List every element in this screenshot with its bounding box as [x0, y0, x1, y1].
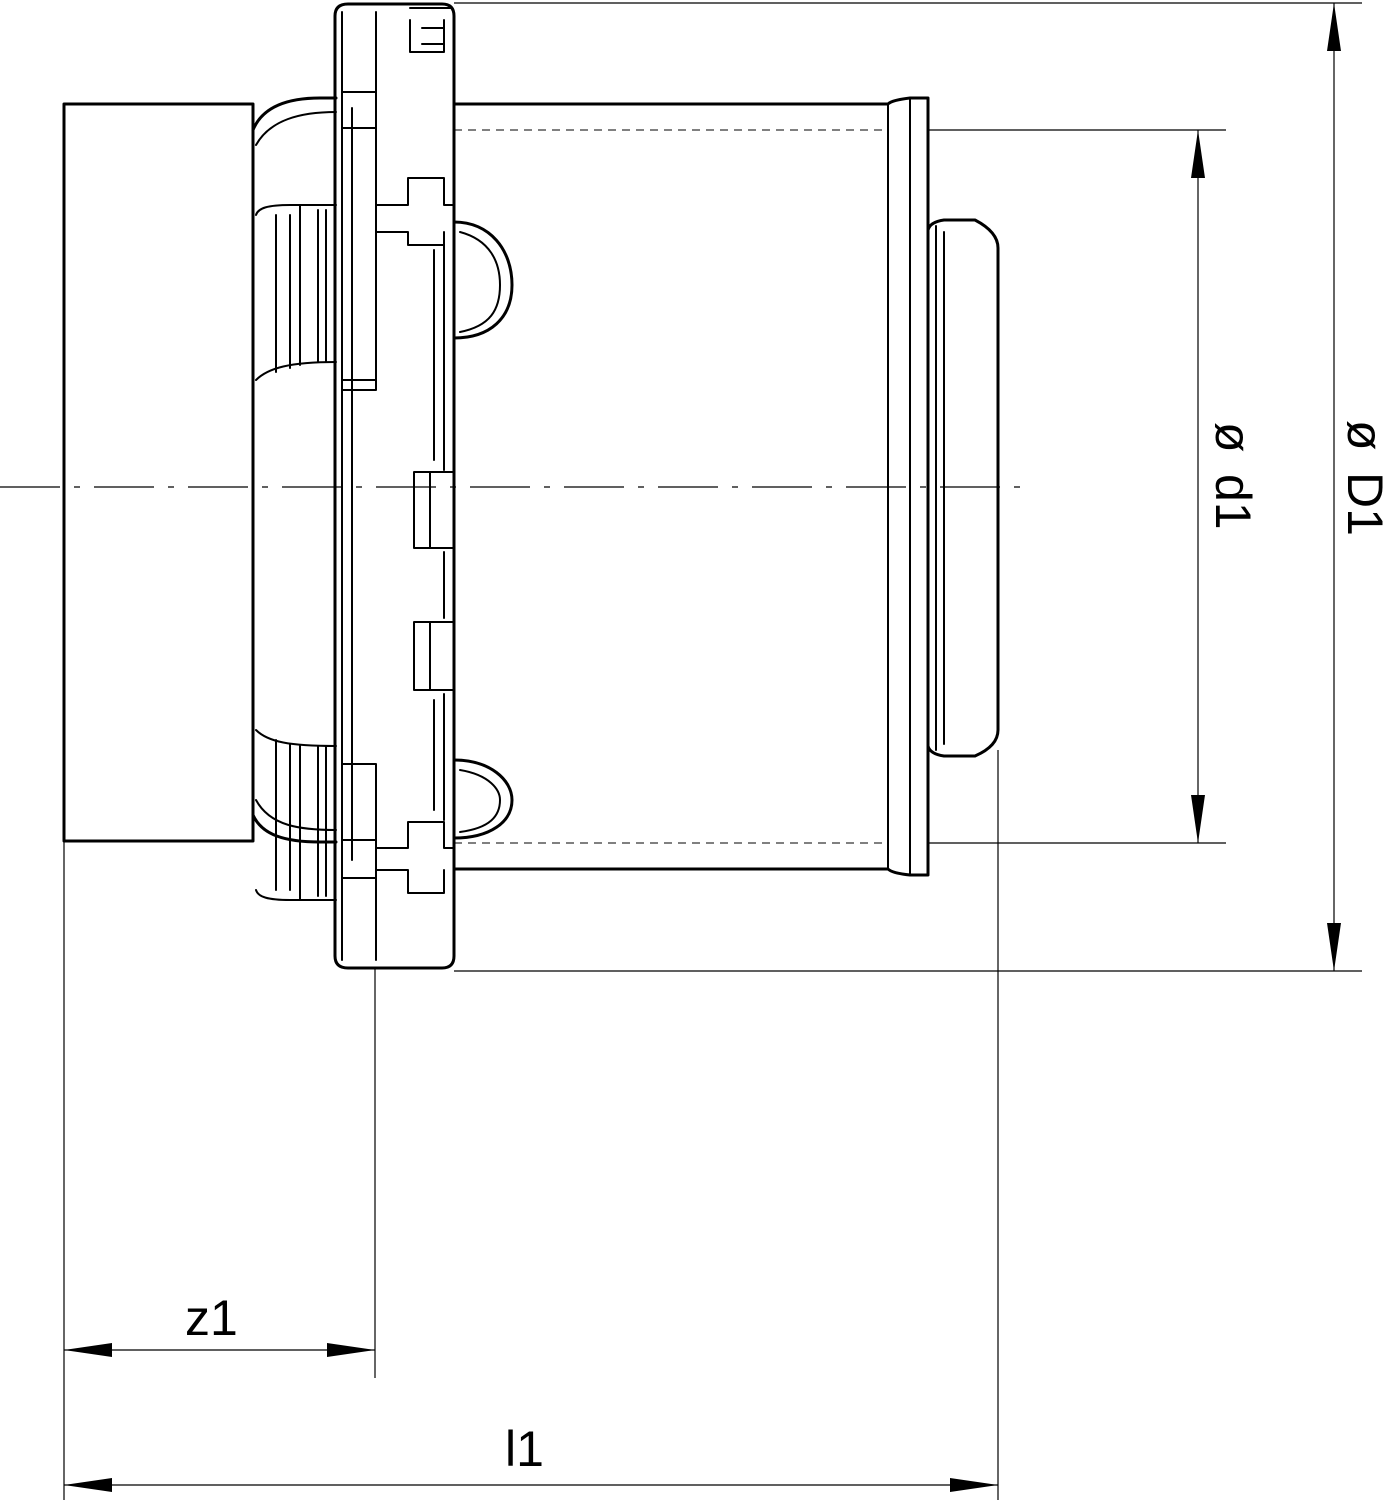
arrowhead	[1327, 3, 1341, 51]
arrowhead	[64, 1478, 112, 1492]
diameter-symbol-D1: ø	[1337, 420, 1393, 451]
arrowhead	[64, 1343, 112, 1357]
release-clip-top	[375, 177, 455, 246]
arrowhead	[327, 1343, 375, 1357]
grip-ribs-bottom	[255, 729, 337, 901]
diameter-symbol-d1: ø	[1205, 422, 1261, 453]
seal-ring	[926, 218, 1000, 758]
dimension-D1: ø D1	[1327, 3, 1393, 971]
threaded-socket	[62, 102, 255, 843]
dimension-label-D1: D1	[1337, 472, 1393, 536]
grip-ribs-top	[255, 204, 337, 381]
top-latch	[409, 7, 451, 53]
dimension-label-d1: d1	[1205, 474, 1261, 530]
retaining-lug-bottom	[452, 758, 514, 840]
dimension-label-l1: l1	[505, 1421, 544, 1477]
arrowhead	[1191, 130, 1205, 178]
retaining-lug-top	[452, 220, 514, 340]
flange-housing	[333, 2, 456, 970]
arrowhead	[1191, 795, 1205, 843]
extension-lines	[63, 2, 1362, 1500]
arrowhead	[1327, 923, 1341, 971]
dimension-z1: z1	[64, 1290, 375, 1357]
locking-tooth-upper	[413, 471, 455, 549]
dimension-label-z1: z1	[185, 1290, 238, 1346]
pipe-sleeve	[452, 96, 930, 877]
release-clip-bottom	[375, 821, 455, 894]
dimension-l1: l1	[64, 1421, 998, 1492]
locking-tooth-lower	[413, 621, 455, 691]
dimension-d1: ø d1	[1191, 130, 1261, 843]
arrowhead	[950, 1478, 998, 1492]
collar-profile	[251, 96, 338, 844]
fitting-body	[62, 2, 1000, 970]
